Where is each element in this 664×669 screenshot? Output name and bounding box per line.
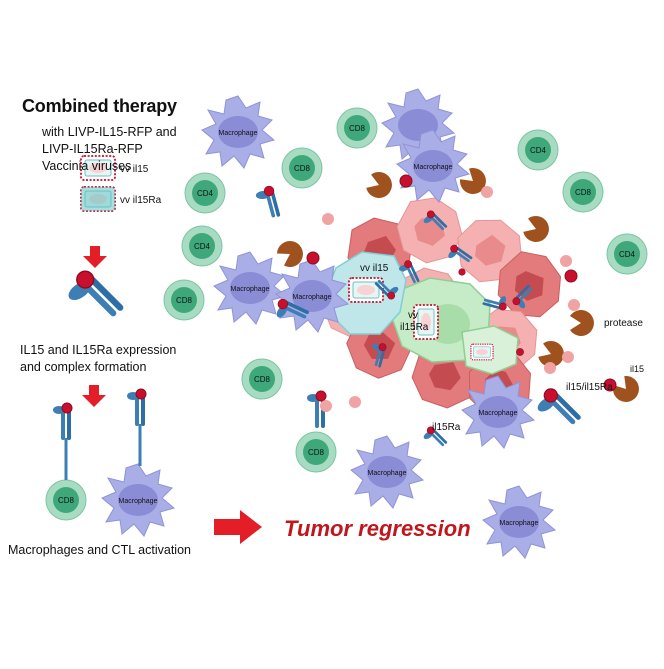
virus-icon — [348, 277, 384, 303]
tumor-regression-label: Tumor regression — [284, 516, 471, 541]
label-macrophage: Macrophage — [219, 130, 258, 137]
il15-il15ra-complex-icon — [125, 387, 148, 426]
label-cd8: CD8 — [294, 164, 311, 173]
protease-icon — [521, 213, 553, 246]
arrow-icon — [83, 246, 107, 268]
label-tumor-vv-il15ra-2: il15Ra — [400, 322, 429, 333]
protease-icon — [364, 169, 396, 202]
il15-ball-icon — [306, 251, 320, 265]
label-macrophage: Macrophage — [231, 286, 270, 293]
arrow-icon — [214, 510, 262, 544]
subtitle-line: Vaccinia viruses — [42, 159, 132, 173]
label-macrophage: Macrophage — [293, 294, 332, 301]
label-cd8: CD8 — [58, 496, 75, 505]
label-il15: il15 — [630, 364, 644, 374]
label-cd4: CD4 — [194, 242, 211, 251]
debris-icon — [560, 255, 572, 267]
label-vv-il15: vv il15 — [120, 164, 149, 175]
debris-icon — [481, 186, 493, 198]
activation-caption: Macrophages and CTL activation — [8, 543, 191, 557]
il15-il15ra-complex-icon — [247, 179, 291, 220]
page-title: Combined therapy — [22, 96, 177, 116]
label-macrophage: Macrophage — [414, 164, 453, 171]
label-cd8: CD8 — [575, 188, 592, 197]
tumor-mass — [310, 188, 576, 423]
label-vv-il15ra: vv il15Ra — [120, 195, 162, 206]
il15-ball-icon — [516, 348, 524, 356]
protease-icon — [570, 310, 594, 336]
label-cd8: CD8 — [308, 448, 325, 457]
subtitle-line: LIVP-IL15Ra-RFP — [42, 142, 143, 156]
subtitle-line: with LIVP-IL15-RFP and — [42, 125, 177, 139]
arrow-icon — [82, 385, 106, 407]
label-macrophage: Macrophage — [119, 498, 158, 505]
debris-icon — [544, 362, 556, 374]
debris-icon — [320, 400, 332, 412]
label-cd4: CD4 — [530, 146, 547, 155]
il15-il15ra-complex-icon — [65, 271, 120, 313]
debris-icon — [568, 299, 580, 311]
debris-icon — [562, 351, 574, 363]
expression-caption: IL15 and IL15Ra expression — [20, 343, 177, 357]
label-cd4: CD4 — [197, 189, 214, 198]
expression-caption: and complex formation — [20, 360, 147, 374]
il15-il15ra-complex-icon — [535, 389, 578, 422]
il15-ball-icon — [458, 268, 466, 276]
il15-ball-icon — [399, 174, 413, 188]
label-il15ra: il15Ra — [432, 422, 461, 433]
label-tumor-vv-il15ra-1: vv — [408, 310, 418, 321]
label-macrophage: Macrophage — [479, 410, 518, 417]
label-protease: protease — [604, 318, 643, 329]
il15-il15ra-complex-icon — [51, 401, 74, 440]
debris-icon — [322, 213, 334, 225]
label-tumor-vv-il15: vv il15 — [360, 263, 389, 274]
il15-ball-icon — [564, 269, 578, 283]
label-macrophage: Macrophage — [368, 470, 407, 477]
label-cd8: CD8 — [349, 124, 366, 133]
label-cd8: CD8 — [176, 296, 193, 305]
virus-icon — [470, 343, 494, 361]
label-macrophage: Macrophage — [500, 520, 539, 527]
debris-icon — [349, 396, 361, 408]
label-cd8: CD8 — [254, 375, 271, 384]
label-cd4: CD4 — [619, 250, 636, 259]
label-il15-il15ra: il15/il15Ra — [566, 382, 613, 393]
